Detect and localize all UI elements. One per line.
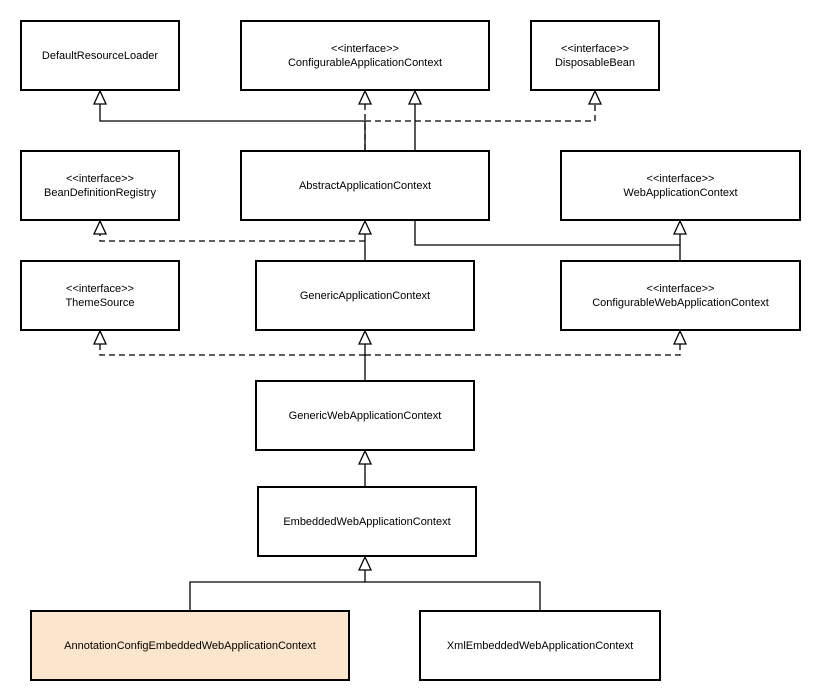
class-name: XmlEmbeddedWebApplicationContext	[446, 639, 634, 652]
interface-box-configurableapplicationcontext[interactable]: <<interface>> ConfigurableApplicationCon…	[240, 20, 490, 91]
interface-box-disposablebean[interactable]: <<interface>> DisposableBean	[530, 20, 660, 91]
stereotype-label: <<interface>>	[646, 172, 715, 185]
inheritance-arrowhead	[357, 555, 373, 571]
edge-genericappctx-to-beandefinitionregistry	[99, 234, 365, 242]
edge-genericwebappctx-to-themesource	[99, 344, 365, 356]
inheritance-arrowhead	[407, 89, 423, 105]
class-name: AbstractApplicationContext	[298, 179, 432, 192]
inheritance-arrowhead	[92, 329, 108, 345]
interface-box-beandefinitionregistry[interactable]: <<interface>> BeanDefinitionRegistry	[20, 150, 180, 221]
interface-name: ThemeSource	[65, 296, 135, 309]
edge-abstract-to-defaultresourceloader	[99, 104, 366, 150]
interface-name: WebApplicationContext	[623, 186, 738, 199]
edge-genericwebappctx-to-configurablewebappctx	[365, 344, 681, 356]
interface-box-webapplicationcontext[interactable]: <<interface>> WebApplicationContext	[560, 150, 801, 221]
class-name: GenericWebApplicationContext	[288, 409, 442, 422]
class-name: AnnotationConfigEmbeddedWebApplicationCo…	[64, 639, 316, 652]
edge-xmlembedded-to-embedded	[365, 581, 541, 610]
inheritance-arrowhead	[357, 329, 373, 345]
inheritance-arrowhead	[672, 219, 688, 235]
class-box-annotationconfigembeddedwebapplicationcontext[interactable]: AnnotationConfigEmbeddedWebApplicationCo…	[30, 610, 350, 681]
interface-box-themesource[interactable]: <<interface>> ThemeSource	[20, 260, 180, 331]
stereotype-label: <<interface>>	[66, 282, 134, 295]
interface-name: DisposableBean	[554, 56, 636, 69]
interface-box-configurablewebapplicationcontext[interactable]: <<interface>> ConfigurableWebApplication…	[560, 260, 801, 331]
class-box-genericapplicationcontext[interactable]: GenericApplicationContext	[255, 260, 475, 331]
class-box-xmlembeddedwebapplicationcontext[interactable]: XmlEmbeddedWebApplicationContext	[419, 610, 661, 681]
interface-name: ConfigurableWebApplicationContext	[592, 296, 769, 309]
class-name: EmbeddedWebApplicationContext	[283, 515, 451, 528]
class-name: DefaultResourceLoader	[41, 49, 159, 62]
class-box-genericwebapplicationcontext[interactable]: GenericWebApplicationContext	[255, 380, 475, 451]
class-name: GenericApplicationContext	[299, 289, 431, 302]
stereotype-label: <<interface>>	[646, 282, 715, 295]
class-box-abstractapplicationcontext[interactable]: AbstractApplicationContext	[240, 150, 490, 221]
inheritance-arrowhead	[357, 89, 373, 105]
class-box-defaultresourceloader[interactable]: DefaultResourceLoader	[20, 20, 180, 91]
edge-annotationconfig-to-embedded	[189, 570, 366, 610]
stereotype-label: <<interface>>	[331, 42, 399, 55]
stereotype-label: <<interface>>	[561, 42, 629, 55]
stereotype-label: <<interface>>	[66, 172, 134, 185]
inheritance-arrowhead	[357, 449, 373, 465]
inheritance-arrowhead	[357, 219, 373, 235]
inheritance-arrowhead	[92, 219, 108, 235]
class-box-embeddedwebapplicationcontext[interactable]: EmbeddedWebApplicationContext	[257, 486, 477, 557]
inheritance-arrowhead	[672, 329, 688, 345]
edge-abstract-to-disposablebean	[365, 104, 596, 122]
interface-name: BeanDefinitionRegistry	[44, 186, 156, 199]
interface-name: ConfigurableApplicationContext	[287, 56, 443, 69]
inheritance-arrowhead	[92, 89, 108, 105]
inheritance-arrowhead	[587, 89, 603, 105]
